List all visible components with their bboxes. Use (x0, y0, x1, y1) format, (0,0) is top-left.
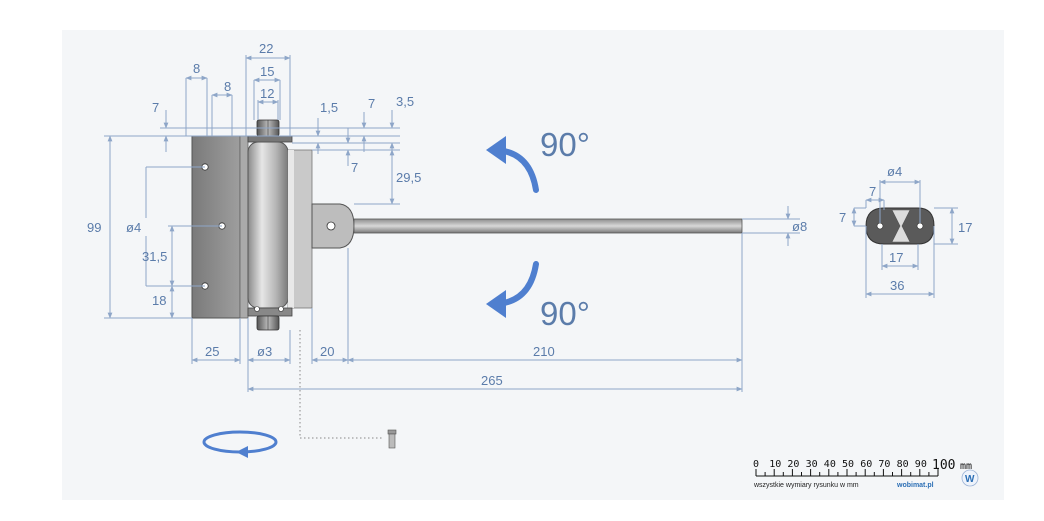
spring-cylinder (247, 141, 289, 309)
dim-label: ø4 (126, 220, 141, 235)
dim-label: 29,5 (396, 170, 421, 185)
scale-label: 20 (787, 459, 799, 470)
dim-label: 12 (260, 86, 274, 101)
dim-label: 22 (259, 41, 273, 56)
dim-label: 3,5 (396, 94, 414, 109)
dimension-labels: 22 15 12 8 8 7 1,5 7 3,5 7 29,5 99 ø4 31… (87, 41, 972, 388)
hinge-front-view (191, 119, 743, 331)
brand-logo: W (961, 469, 979, 487)
scale-caption: wszystkie wymiary rysunku w mm (753, 482, 859, 489)
dim-label: 7 (152, 100, 159, 115)
dim-label: ø4 (887, 164, 902, 179)
dim-label: 7 (368, 96, 375, 111)
cross-section-view (851, 179, 958, 298)
dim-label: 265 (481, 373, 503, 388)
dim-label: ø3 (257, 344, 272, 359)
arm-rod (353, 218, 743, 234)
scale-label: 70 (878, 459, 890, 470)
dim-label: 17 (889, 250, 903, 265)
rotation-label-top: 90° (540, 126, 590, 163)
svg-text:W: W (965, 474, 975, 485)
dim-label: 210 (533, 344, 555, 359)
rotation-arrow-up-icon (486, 136, 539, 193)
dim-label: 8 (224, 79, 231, 94)
dim-label: 36 (890, 278, 904, 293)
dimension-lines (104, 55, 800, 439)
dim-label: 17 (958, 220, 972, 235)
mounting-plate (191, 135, 241, 319)
scale-label: 80 (897, 459, 909, 470)
dim-label: 18 (152, 293, 166, 308)
scale-label: 40 (824, 459, 836, 470)
scale-label: 60 (860, 459, 872, 470)
scale-label: 50 (842, 459, 854, 470)
dim-label: 8 (193, 61, 200, 76)
dim-label: 7 (351, 160, 358, 175)
dim-label: 15 (260, 64, 274, 79)
scale-bar: 0 10 20 30 40 50 60 70 80 90 100 mm wszystkie wym… (753, 458, 979, 489)
dim-label: ø8 (792, 219, 807, 234)
rotation-icon (202, 430, 278, 458)
scale-label: 0 (753, 459, 759, 470)
dim-label: 7 (839, 210, 846, 225)
dim-label: 31,5 (142, 249, 167, 264)
dim-label: 7 (869, 184, 876, 199)
scale-label: 90 (915, 459, 927, 470)
scale-unit: mm (960, 461, 972, 472)
pin-icon (387, 429, 397, 449)
dim-label: 20 (320, 344, 334, 359)
scale-label: 30 (806, 459, 818, 470)
brand-name: wobimat.pl (896, 482, 934, 489)
rotation-arrow-down-icon (486, 261, 539, 318)
dim-label: 99 (87, 220, 101, 235)
dim-label: 1,5 (320, 100, 338, 115)
dim-label: 25 (205, 344, 219, 359)
scale-label-100: 100 (932, 458, 955, 473)
rotation-label-bottom: 90° (540, 295, 590, 332)
scale-label: 10 (769, 459, 781, 470)
